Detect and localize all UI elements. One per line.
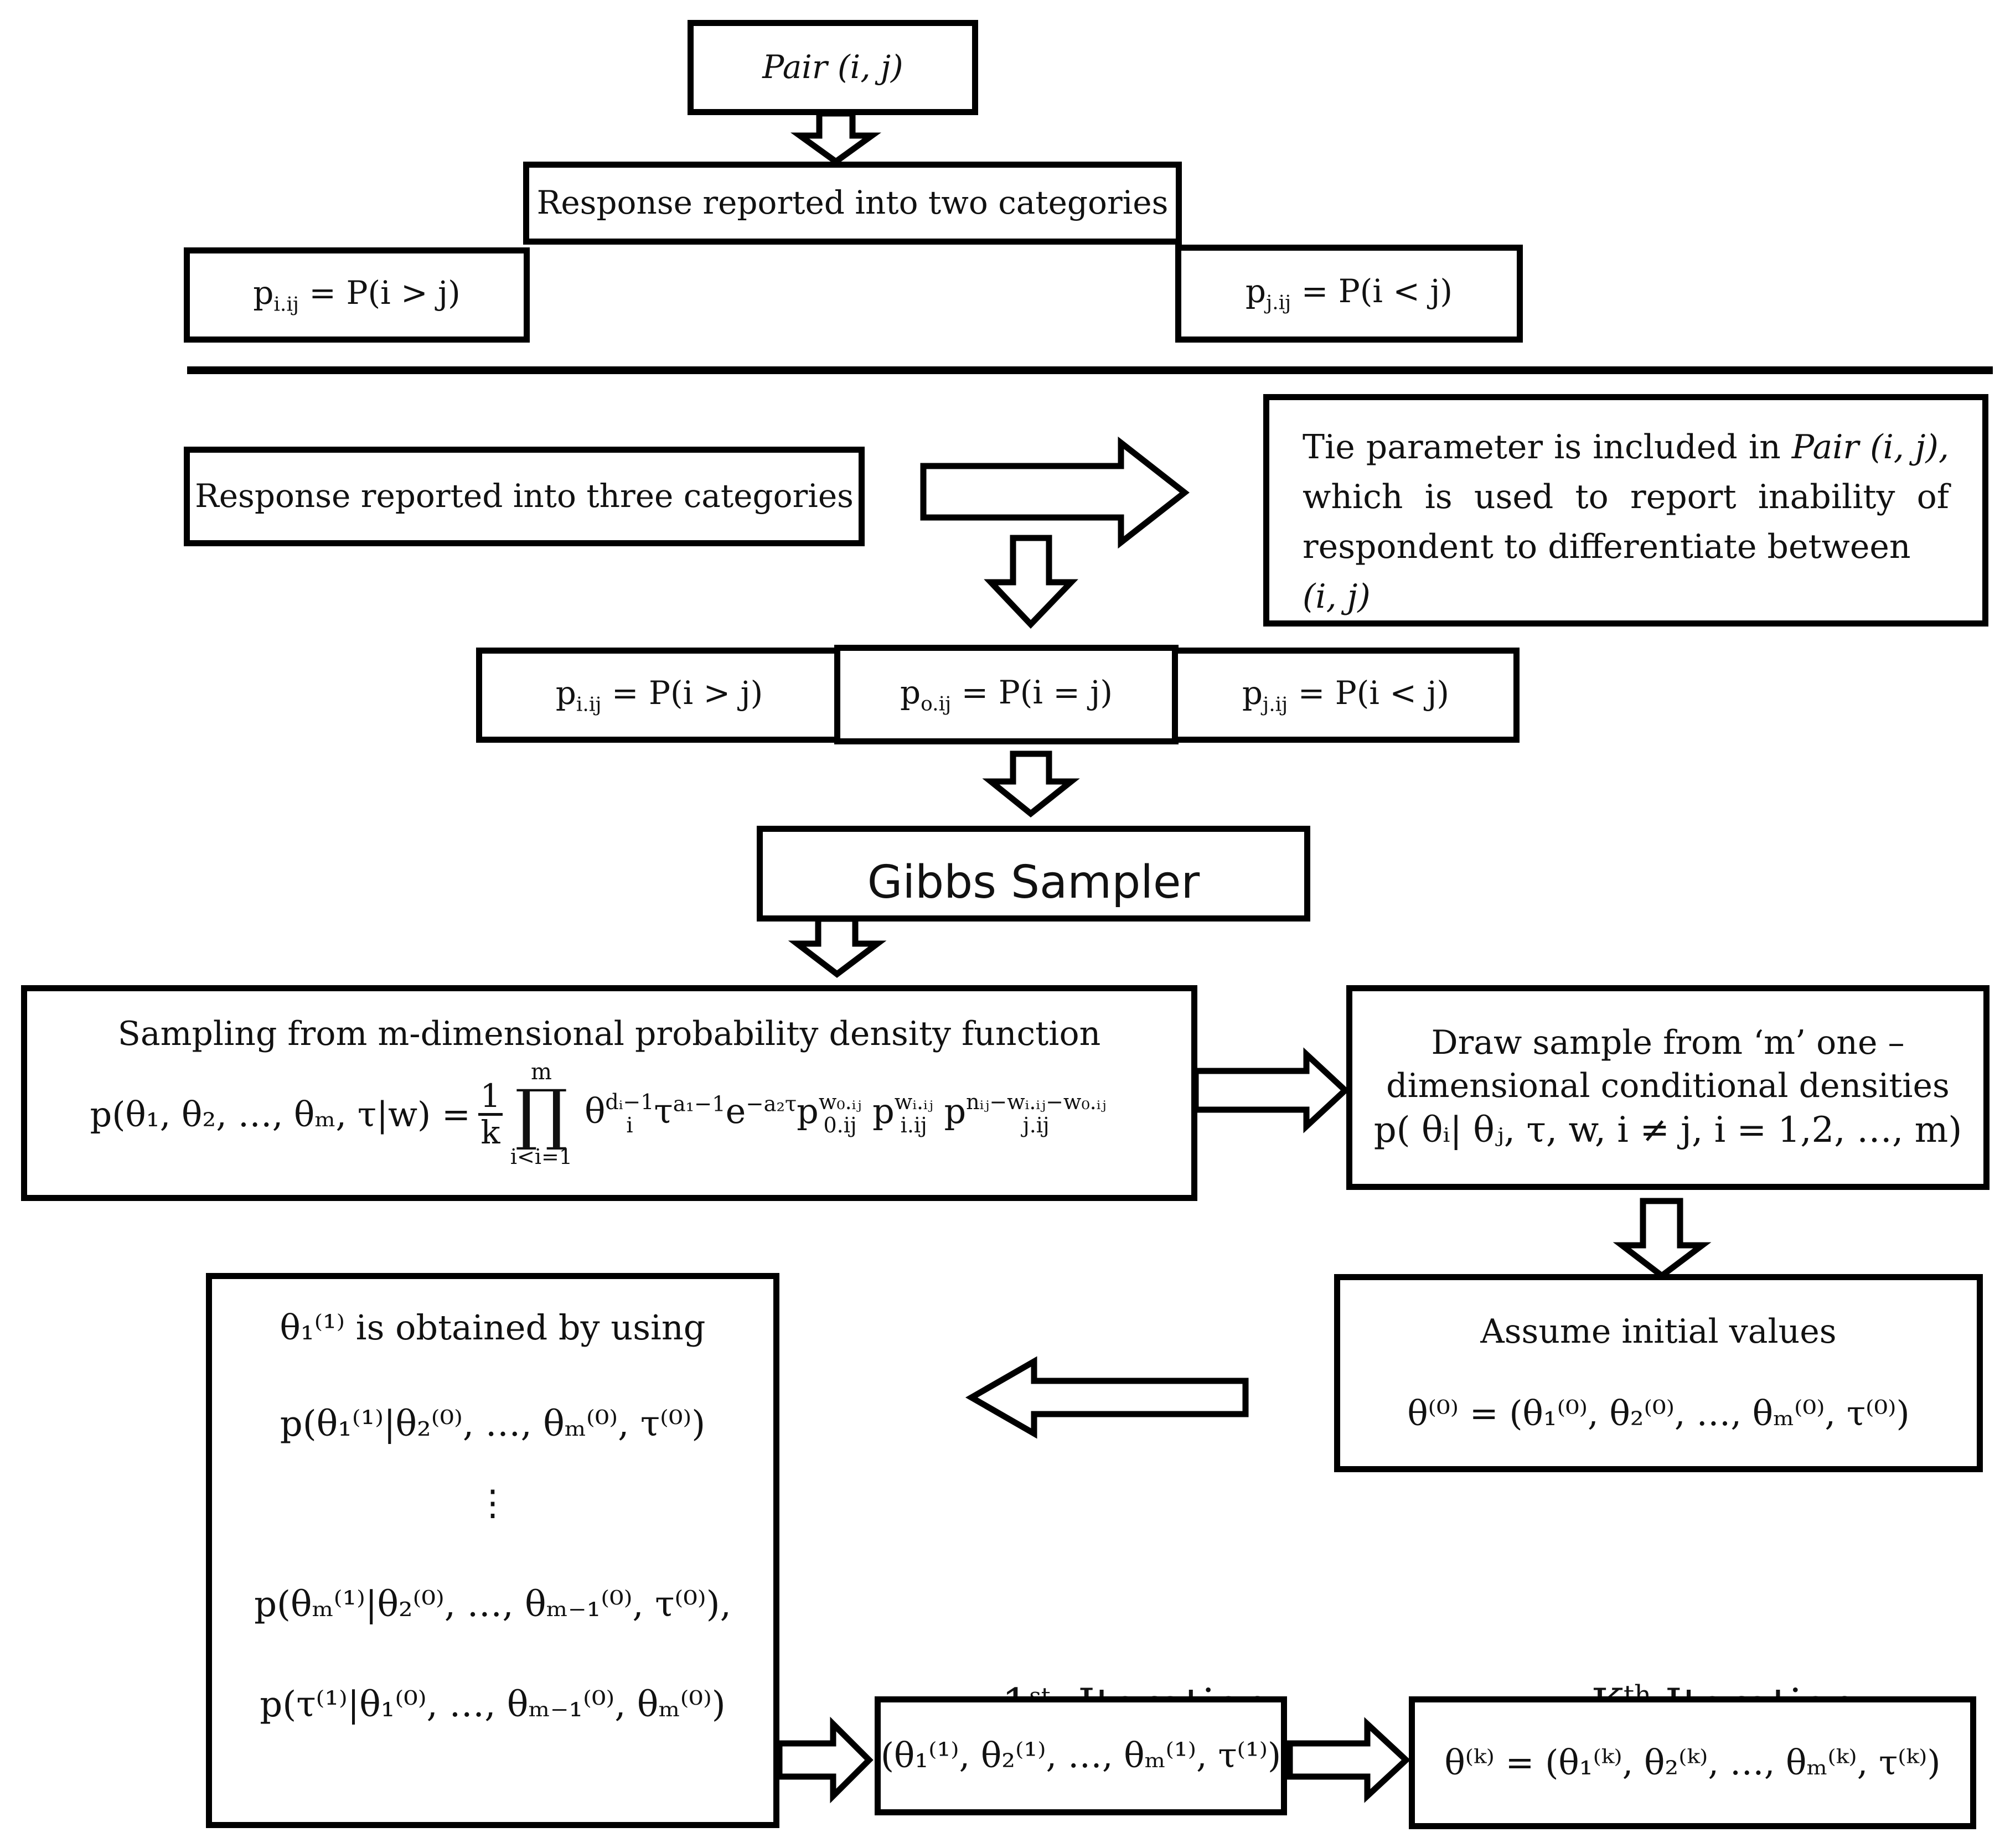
rhs-pj: p <box>944 1091 967 1132</box>
tie-line1: Tie parameter is included in <box>1303 428 1792 467</box>
rhs-pi: p <box>872 1091 895 1132</box>
prob-rhs: = P(i > j) <box>298 273 461 312</box>
draw-line2: dimensional conditional densities <box>1386 1067 1950 1106</box>
gibbs-sampler-box: Gibbs Sampler <box>757 826 1310 922</box>
three-categories-box: Response reported into three categories <box>184 447 865 546</box>
arrow-right-kth <box>1286 1717 1411 1803</box>
obtain-f3: p(τ⁽¹⁾|θ₁⁽⁰⁾, …, θₘ₋₁⁽⁰⁾, θₘ⁽⁰⁾) <box>260 1684 726 1726</box>
first-iter-formula: (θ₁⁽¹⁾, θ₂⁽¹⁾, …, θₘ⁽¹⁾, τ⁽¹⁾) <box>880 1735 1281 1776</box>
prob-p: p <box>1245 272 1267 310</box>
obtain-text: is obtained by using <box>345 1307 706 1348</box>
prob-p: p <box>555 674 576 712</box>
arrow-down-sampling <box>788 915 887 978</box>
prod-bottom: i<i=1 <box>510 1145 573 1169</box>
pair-word: Pair <box>762 48 828 86</box>
arrow-down-gibbs <box>982 750 1080 818</box>
rhs-pi-sup: wᵢ.ᵢⱼ <box>894 1090 933 1115</box>
rhs-pi-sub: i.ij <box>900 1113 927 1137</box>
kth-iter-formula: θ⁽ᵏ⁾ = (θ₁⁽ᵏ⁾, θ₂⁽ᵏ⁾, …, θₘ⁽ᵏ⁾, τ⁽ᵏ⁾) <box>1444 1742 1941 1783</box>
obtain-dots: ⋮ <box>475 1482 510 1524</box>
arrow-down-initial <box>1613 1198 1712 1280</box>
prod-symbol: ∏ <box>515 1076 568 1153</box>
prob-rhs: = P(i = j) <box>951 673 1113 711</box>
prob-sub: o.ij <box>921 692 952 716</box>
sampling-lhs: p(θ₁, θ₂, …, θₘ, τ|w) = <box>90 1094 471 1135</box>
rhs-e-sup: −a₂τ <box>746 1091 797 1117</box>
two-categories-label: Response reported into two categories <box>536 184 1169 222</box>
obtain-f2: p(θₘ⁽¹⁾|θ₂⁽⁰⁾, …, θₘ₋₁⁽⁰⁾, τ⁽⁰⁾), <box>254 1583 731 1625</box>
rhs-p0-sub: 0.ij <box>823 1113 857 1137</box>
rhs-p0: p <box>797 1091 819 1132</box>
prob-sub: j.ij <box>1263 693 1288 716</box>
initial-values-box: Assume initial values θ⁽⁰⁾ = (θ₁⁽⁰⁾, θ₂⁽… <box>1334 1274 1983 1472</box>
rhs-theta-sup: dᵢ−1 <box>605 1090 654 1115</box>
arrow-right-first <box>776 1716 874 1804</box>
two-cat-right-prob: pj.ij = P(i < j) <box>1175 245 1523 343</box>
rhs-tau: τ <box>654 1091 673 1132</box>
two-cat-left-prob: pi.ij = P(i > j) <box>184 247 530 343</box>
rhs-e: e <box>725 1091 746 1132</box>
draw-sample-box: Draw sample from ‘m’ one – dimensional c… <box>1346 985 1990 1190</box>
frac-den: k <box>480 1113 500 1151</box>
tie-note-box: Tie parameter is included in Pair (i, j)… <box>1263 394 1988 627</box>
draw-line1: Draw sample from ‘m’ one – <box>1431 1023 1905 1063</box>
rhs-pj-sub: j.ij <box>1022 1113 1050 1137</box>
prob-sub: j.ij <box>1266 291 1291 314</box>
separator-line <box>187 366 1993 374</box>
rhs-theta-sub: i <box>626 1113 633 1137</box>
pair-args: (i, j) <box>838 48 903 86</box>
sampling-title: Sampling from m-dimensional probability … <box>117 1014 1101 1053</box>
prob-box-j: pj.ij = P(i < j) <box>1172 648 1520 743</box>
prob-box-i: pi.ij = P(i > j) <box>476 648 843 743</box>
obtain-theta: θ₁⁽¹⁾ <box>280 1307 345 1348</box>
initial-title: Assume initial values <box>1480 1312 1837 1352</box>
two-categories-box: Response reported into two categories <box>523 162 1182 245</box>
obtain-f1: p(θ₁⁽¹⁾|θ₂⁽⁰⁾, …, θₘ⁽⁰⁾, τ⁽⁰⁾) <box>280 1403 706 1445</box>
prob-box-o: po.ij = P(i = j) <box>834 645 1179 744</box>
prob-rhs: = P(i < j) <box>1288 674 1450 712</box>
tie-pair: Pair (i, j), <box>1791 428 1950 467</box>
tie-line2: which is used to report inability of <box>1303 478 1949 516</box>
sampling-box: Sampling from m-dimensional probability … <box>21 985 1197 1201</box>
tie-line3: respondent to differentiate between <box>1303 527 1911 566</box>
draw-formula: p( θᵢ| θⱼ, τ, w, i ≠ j, i = 1,2, …, m) <box>1373 1110 1962 1151</box>
arrow-down-probs <box>984 535 1078 629</box>
rhs-pj-sup: nᵢⱼ−wᵢ.ᵢⱼ−w₀.ᵢⱼ <box>966 1090 1107 1115</box>
prod-top: m <box>531 1059 552 1085</box>
prob-p: p <box>1242 674 1263 712</box>
tie-line3-ij: (i, j) <box>1303 577 1371 616</box>
prob-p: p <box>253 273 274 312</box>
arrow-right-draw <box>1192 1047 1350 1133</box>
arrow-down-pair <box>790 110 881 165</box>
rhs-theta: θ <box>585 1091 606 1132</box>
arrow-right-tie <box>920 436 1190 549</box>
prob-rhs: = P(i > j) <box>601 674 763 712</box>
rhs-tau-sup: a₁−1 <box>673 1091 726 1117</box>
kth-iteration-box: θ⁽ᵏ⁾ = (θ₁⁽ᵏ⁾, θ₂⁽ᵏ⁾, …, θₘ⁽ᵏ⁾, τ⁽ᵏ⁾) <box>1409 1696 1976 1829</box>
three-categories-label: Response reported into three categories <box>195 477 854 515</box>
frac-num: 1 <box>480 1076 501 1115</box>
prob-sub: i.ij <box>273 293 299 316</box>
obtain-line1: θ₁⁽¹⁾ is obtained by using <box>280 1306 706 1350</box>
arrow-left-obtain <box>965 1356 1249 1439</box>
obtain-box: θ₁⁽¹⁾ is obtained by using p(θ₁⁽¹⁾|θ₂⁽⁰⁾… <box>206 1273 779 1828</box>
gibbs-label: Gibbs Sampler <box>867 856 1200 909</box>
rhs-p0-sup: w₀.ᵢⱼ <box>818 1090 862 1115</box>
prob-p: p <box>900 673 921 711</box>
prob-sub: i.ij <box>576 693 602 716</box>
first-iteration-box: (θ₁⁽¹⁾, θ₂⁽¹⁾, …, θₘ⁽¹⁾, τ⁽¹⁾) <box>875 1696 1287 1815</box>
pair-box: Pair (i, j) <box>688 20 978 115</box>
initial-formula: θ⁽⁰⁾ = (θ₁⁽⁰⁾, θ₂⁽⁰⁾, …, θₘ⁽⁰⁾, τ⁽⁰⁾) <box>1407 1393 1910 1434</box>
prob-rhs: = P(i < j) <box>1291 272 1453 310</box>
